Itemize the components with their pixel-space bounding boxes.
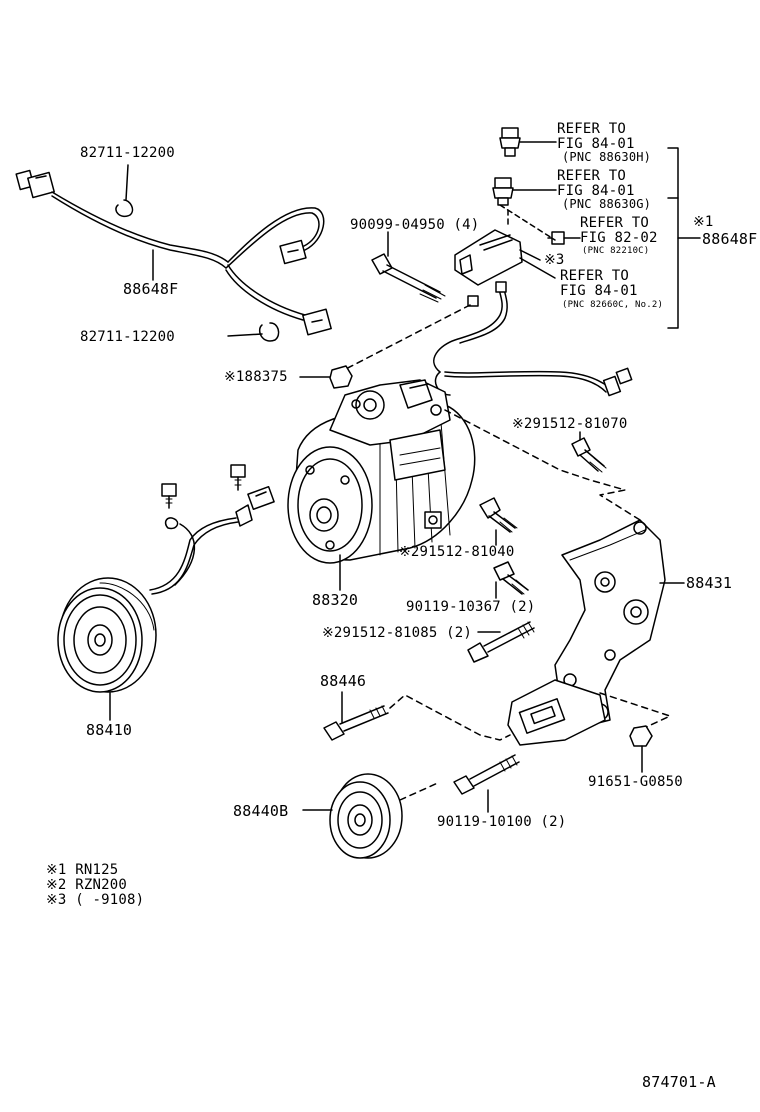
reference-bracket [667,147,701,329]
compressor-88320 [287,379,476,564]
ref2-line1: REFER TO [557,168,627,184]
note-1: ※1 RN125 [46,862,119,878]
leader-line [125,164,129,201]
note-2: ※2 RZN200 [46,877,127,893]
part-number-90119-10100: 90119-10100 (2) [437,814,567,830]
ref2-line2: FIG 84-01 [557,183,635,199]
part-number-88648F-left: 88648F [123,280,179,298]
part-number-88440B: 88440B [233,802,289,820]
ref3-line3: (PNC 82210C) [582,246,650,256]
figure-id: 874701-A [642,1073,716,1091]
leader-line [519,257,556,279]
wire-harness-88648F-left [15,169,332,342]
sensor-88630G [492,177,557,206]
part-number-88320: 88320 [312,591,359,609]
bolt-291512-81040 [479,497,518,546]
part-number-88446: 88446 [320,672,367,690]
ref3-line2: FIG 82-02 [580,230,658,246]
note-3: ※3 ( -9108) [46,892,145,908]
ref1-line1: REFER TO [557,121,627,137]
ref2-line3: (PNC 88630G) [562,197,652,211]
sensor-88630H [499,127,557,157]
bolt-90099-04950 [371,231,446,303]
screw [161,483,177,509]
part-number-291512-81085: ※291512-81085 (2) [322,625,472,641]
part-number-88410: 88410 [86,721,133,739]
leader-line [227,333,263,337]
bolt-88446 [323,691,389,741]
screw [230,464,246,491]
ref4-line3: (PNC 82660C, No.2) [562,300,664,310]
ref4-line1: REFER TO [560,268,630,284]
part-number-88648F-right: 88648F [702,230,758,248]
assembly-line [339,304,471,373]
mark1-right: ※1 [693,214,714,230]
part-number-88431: 88431 [686,574,733,592]
magnetic-clutch-88410 [57,485,275,693]
ref4-line2: FIG 84-01 [560,283,638,299]
sensor-82210C [547,231,581,245]
assembly-line [444,409,641,521]
bolt-90119-10367 [493,561,529,599]
part-number-82711-top: 82711-12200 [80,145,175,161]
assembly-line [599,692,671,731]
nut-188375 [299,365,353,389]
bolt-90119-10100 [453,754,520,813]
ref3-line1: REFER TO [580,215,650,231]
ref1-line2: FIG 84-01 [557,136,635,152]
assembly-line [399,781,441,801]
bolt-291512-81070 [571,431,607,473]
lower-bracket [507,679,606,746]
bolt-291512-81085 [467,621,535,663]
ref1-line3: (PNC 88630H) [562,150,652,164]
part-number-90099: 90099-04950 (4) [350,217,480,233]
nut-91651-G0850 [629,725,653,773]
assembly-line [389,694,511,741]
part-number-188375: ※188375 [224,369,288,385]
part-number-90119-10367: 90119-10367 (2) [406,599,536,615]
ref3-mark: ※3 [544,252,565,268]
part-number-291512-81070: ※291512-81070 [512,416,628,432]
wire-harness-82660C [433,229,633,397]
part-number-82711-bottom: 82711-12200 [80,329,175,345]
idler-pulley-88440B [329,773,403,859]
part-number-91651-G0850: 91651-G0850 [588,774,683,790]
connector [467,295,479,307]
part-number-291512-81040: ※291512-81040 [399,544,515,560]
